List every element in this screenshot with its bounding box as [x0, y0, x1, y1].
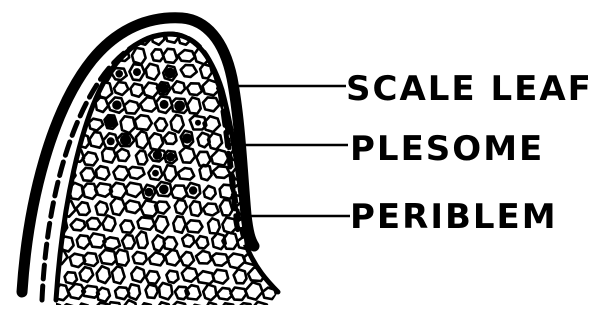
- label-scale-leaf: SCALE LEAF: [346, 69, 592, 109]
- tissue-cell: [261, 148, 274, 162]
- tissue-cell: [238, 303, 253, 315]
- dense-cell-dot: [112, 100, 121, 109]
- dense-cell-dot: [159, 83, 169, 93]
- dense-cell-dot: [174, 101, 185, 112]
- tissue-cell: [238, 31, 254, 42]
- tissue-cell: [269, 167, 281, 179]
- dense-cell-dot: [105, 116, 116, 127]
- dense-cell-dot: [153, 150, 162, 159]
- dense-cell-dot: [165, 68, 176, 79]
- tissue-cell: [265, 67, 278, 82]
- tissue-cell: [45, 64, 60, 76]
- tissue-cell: [268, 201, 284, 217]
- tissue-cell: [279, 251, 291, 264]
- tissue-cell: [260, 45, 274, 62]
- tissue-cell: [269, 302, 285, 317]
- tissue-cell: [76, 304, 90, 319]
- dense-cell-dot: [107, 137, 115, 145]
- tissue-cell: [258, 217, 271, 232]
- tissue-cell: [46, 32, 58, 45]
- tissue-cell: [140, 303, 152, 315]
- tissue-cell: [272, 220, 288, 233]
- dense-cell-dot: [120, 135, 131, 146]
- dense-cell-dot: [133, 68, 141, 76]
- tissue-cell: [246, 48, 258, 62]
- tissue-cell: [269, 30, 282, 43]
- tissue-cell: [248, 66, 262, 78]
- tissue-cell: [256, 115, 269, 130]
- tissue-cell: [171, 302, 186, 314]
- tissue-cell: [248, 168, 266, 179]
- tissue-cell: [251, 200, 268, 214]
- tissue-cell: [279, 48, 292, 61]
- label-plesome: PLESOME: [350, 129, 544, 169]
- tissue-cell: [71, 47, 85, 63]
- dense-cell-dot: [159, 185, 169, 195]
- tissue-cell: [256, 132, 271, 149]
- dense-cell-dot: [145, 188, 154, 197]
- tissue-cell: [245, 80, 261, 95]
- tissue-cell: [72, 28, 90, 45]
- label-periblem: PERIBLEM: [350, 197, 558, 237]
- tissue-cell: [60, 304, 76, 318]
- tissue-cell: [222, 303, 235, 315]
- dense-cell-dot: [195, 120, 201, 126]
- tissue-cell: [45, 303, 62, 316]
- tissue-cell: [274, 114, 286, 130]
- tissue-cell: [225, 29, 239, 43]
- tissue-cell: [259, 255, 272, 267]
- tissue-cell: [260, 80, 277, 95]
- tissue-cell: [272, 237, 285, 250]
- dense-cell-dot: [152, 170, 159, 177]
- tissue-cell: [276, 150, 290, 164]
- tissue-cell: [58, 33, 74, 45]
- tissue-cell: [250, 100, 266, 115]
- tissue-cell: [54, 47, 66, 63]
- tissue-cell: [268, 99, 281, 113]
- tissue-cell: [190, 305, 205, 317]
- dense-cell-dot: [166, 153, 175, 162]
- dense-cell-dot: [189, 186, 197, 194]
- dense-cell-dot: [115, 70, 123, 78]
- dense-cell-dot: [182, 133, 192, 143]
- tissue-cell: [255, 31, 269, 47]
- tissue-cell: [265, 181, 280, 198]
- dense-cell-dot: [160, 100, 169, 109]
